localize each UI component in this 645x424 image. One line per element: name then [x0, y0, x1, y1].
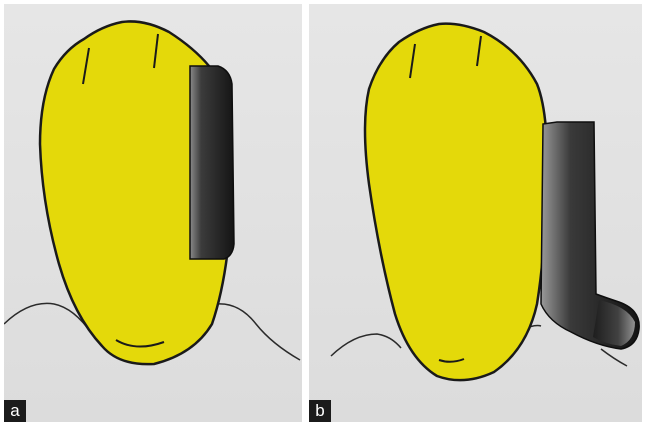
panel-a: a [4, 4, 302, 422]
diagram-b [309, 4, 642, 422]
panel-label-a: a [4, 400, 26, 422]
panel-label-b: b [309, 400, 331, 422]
veneer-a [190, 66, 234, 259]
tooth-crown-b [365, 24, 547, 381]
diagram-a [4, 4, 302, 422]
panel-b: b [309, 4, 642, 422]
